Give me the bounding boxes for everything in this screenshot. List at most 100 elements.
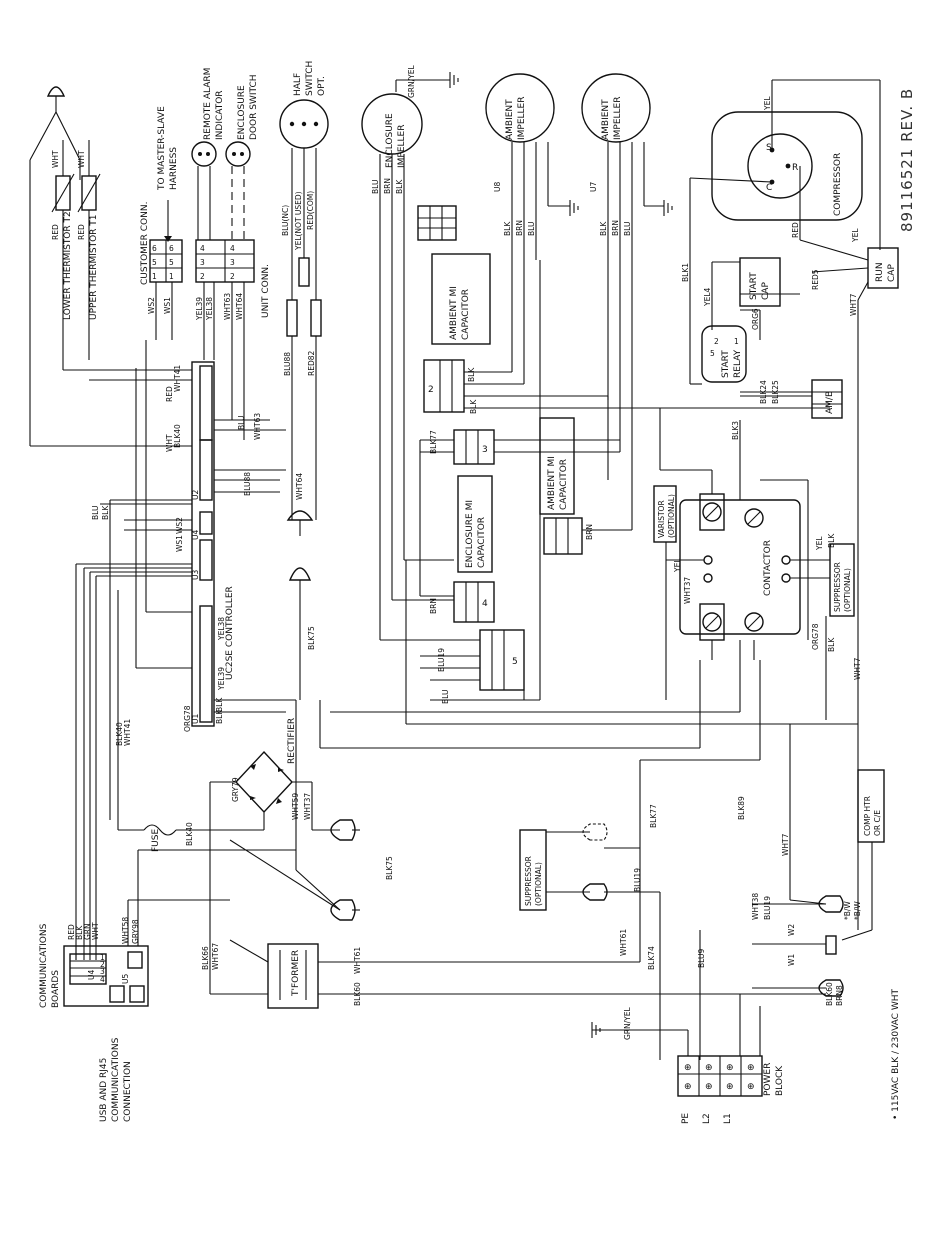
svg-text:5: 5 bbox=[512, 657, 518, 667]
wht7-run-label: WHT7 bbox=[849, 293, 858, 316]
blk25-label: BLK25 bbox=[771, 380, 780, 404]
enclosure-capacitor-label-2: CAPACITOR bbox=[477, 517, 487, 568]
enclosure-door-label-2: DOOR SWITCH bbox=[249, 74, 259, 140]
svg-text:1: 1 bbox=[100, 953, 105, 962]
org78-contactor-label: ORG78 bbox=[811, 623, 820, 650]
usb-rj45-label-3: CONNECTION bbox=[123, 1061, 133, 1122]
ambient-capacitor-2-label-2: CAPACITOR bbox=[559, 459, 569, 510]
brn8-label: BRN8 bbox=[835, 985, 844, 1006]
wht-controller-label: WHT bbox=[165, 434, 174, 452]
ambient-impeller-u8: AMBIENT IMPELLER U8 BLK BRN BLU bbox=[485, 73, 579, 260]
power-block-label: POWER bbox=[763, 1063, 773, 1096]
yel38-top-label: YEL38 bbox=[205, 297, 214, 321]
wht38-label: WHT38 bbox=[751, 893, 760, 920]
blk60-label: BLK60 bbox=[353, 982, 362, 1006]
ambient-impeller-u7: AMBIENT IMPELLER U7 BLK BRN BLU bbox=[581, 73, 673, 480]
contactor: CONTACTOR BLK3 bbox=[660, 420, 809, 660]
svg-text:4: 4 bbox=[200, 244, 205, 253]
red-r-label: RED bbox=[791, 222, 800, 238]
run-cap-label: RUN bbox=[875, 262, 885, 282]
enclosure-door-switch: ENCLOSURE DOOR SWITCH bbox=[225, 74, 259, 240]
svg-text:2: 2 bbox=[428, 385, 434, 395]
compressor: S R C COMPRESSOR YEL YEL RED bbox=[689, 79, 881, 261]
suppressor-main: SUPPRESSOR (OPTIONAL) BLU19 bbox=[519, 823, 661, 940]
plug-block-2: 2 bbox=[423, 359, 465, 413]
l2-label: L2 bbox=[702, 1113, 712, 1124]
terminal-u7: U7 bbox=[589, 182, 598, 192]
wht7-lower-label: WHT7 bbox=[781, 833, 790, 856]
svg-text:⊕: ⊕ bbox=[684, 1082, 692, 1092]
w1-label: W1 bbox=[787, 954, 796, 966]
comp-htr-label-2: OR C/E bbox=[873, 810, 882, 836]
varistor-label: VARISTOR bbox=[657, 500, 666, 538]
wht7-contactor-label: WHT7 bbox=[853, 657, 862, 680]
blu88-label: BLU88 bbox=[283, 352, 292, 376]
blk-contactor-label: BLK bbox=[827, 533, 836, 548]
ws1-label: WS1 bbox=[163, 297, 172, 314]
svg-text:1: 1 bbox=[152, 272, 157, 281]
blu19-lower-label: BLU19 bbox=[633, 868, 642, 892]
suppressor-main-label-2: (OPTIONAL) bbox=[534, 862, 543, 906]
svg-text:2: 2 bbox=[714, 337, 719, 346]
varistor-label-2: (OPTIONAL) bbox=[667, 494, 676, 538]
wht64-ctl-label: WHT64 bbox=[295, 473, 304, 500]
thermistor-group: WHT WHT RED RED LOWER THERMISTOR T2 UPPE… bbox=[29, 86, 101, 370]
red-t2-label: RED bbox=[51, 224, 60, 240]
blu-ctl-label: BLU bbox=[237, 416, 246, 430]
wht67-label: WHT67 bbox=[211, 943, 220, 970]
terminal-u2: U2 bbox=[191, 490, 200, 500]
compressor-r: R bbox=[792, 163, 798, 173]
svg-text:5: 5 bbox=[152, 258, 157, 267]
svg-text:3: 3 bbox=[230, 258, 235, 267]
blk40-label: BLK40 bbox=[173, 424, 182, 448]
ambient-impeller-u8-label: AMBIENT bbox=[505, 99, 515, 140]
suppressor-main-label: SUPPRESSOR bbox=[524, 856, 533, 906]
ambient-capacitor-1-label-2: CAPACITOR bbox=[461, 289, 471, 340]
blu-nc-label: BLU(NC) bbox=[281, 205, 290, 236]
contactor-label: CONTACTOR bbox=[763, 540, 773, 596]
blk1-label: BLK1 bbox=[681, 263, 690, 282]
rectifier: RECTIFIER GRY79 WHT59 WHT37 bbox=[209, 718, 313, 930]
start-relay-label: START bbox=[721, 350, 731, 378]
customer-conn-label: CUSTOMER CONN. bbox=[140, 202, 150, 285]
gry79-label: GRY79 bbox=[231, 777, 240, 802]
am-b-connector: AM/B BLK24 BLK25 bbox=[740, 379, 843, 419]
bus-wires: BLK77 BLK89 WHT7 bbox=[319, 408, 858, 900]
wht58-label: WHT58 bbox=[121, 917, 130, 944]
wht-t1-label: WHT bbox=[77, 150, 86, 168]
compressor-c: C bbox=[766, 183, 772, 193]
blk-contactor-lower: BLK bbox=[827, 637, 836, 652]
blk75-upper-label: BLK75 bbox=[307, 626, 316, 650]
compressor-s: S bbox=[766, 143, 772, 153]
svg-text:⊕: ⊕ bbox=[747, 1082, 755, 1092]
ambient-impeller-u7-label-2: IMPELLER bbox=[613, 96, 623, 140]
wht61-label: WHT61 bbox=[353, 947, 362, 974]
to-master-slave-label: TO MASTER-SLAVE bbox=[157, 106, 167, 191]
half-switch-label: HALF bbox=[293, 73, 303, 96]
blk24-label: BLK24 bbox=[759, 380, 768, 404]
terminal-u8: U8 bbox=[493, 182, 502, 192]
red5-label: RED5 bbox=[811, 269, 820, 290]
ambient-capacitor-2-label: AMBIENT MI bbox=[547, 456, 557, 510]
svg-text:1: 1 bbox=[734, 337, 739, 346]
brn-a7-label: BRN bbox=[611, 220, 620, 236]
start-cap-label-2: CAP bbox=[761, 282, 771, 300]
start-cap-label: START bbox=[749, 272, 759, 300]
voltage-footnote: • 115VAC BLK / 230VAC WHT bbox=[891, 989, 901, 1120]
ambient-capacitor-1-label: AMBIENT MI bbox=[449, 286, 459, 340]
upper-thermistor-label: UPPER THERMISTOR T1 bbox=[89, 215, 99, 321]
blk40-ctl-label: BLK40 bbox=[115, 722, 124, 746]
blk-encl-label: BLK bbox=[395, 179, 404, 194]
blk77-label: BLK77 bbox=[429, 430, 438, 454]
blu19-right-label: BLU19 bbox=[763, 896, 772, 920]
remote-alarm-label-2: INDICATOR bbox=[215, 90, 225, 140]
yel39-top-label: YEL39 bbox=[195, 297, 204, 321]
suppressor-contactor: SUPPRESSOR (OPTIONAL) YEL BLK ORG78 BLK … bbox=[790, 533, 862, 720]
run-cap-label-2: CAP bbox=[887, 264, 897, 282]
transformer: T'FORMER WHT61 BLK60 BLK66 WHT67 WHT61 B… bbox=[201, 850, 826, 1060]
plug-block-5: 5 bbox=[479, 629, 525, 691]
terminal-u4-comm: U4 bbox=[87, 970, 96, 980]
blk-a8-lower: BLK bbox=[469, 399, 478, 414]
